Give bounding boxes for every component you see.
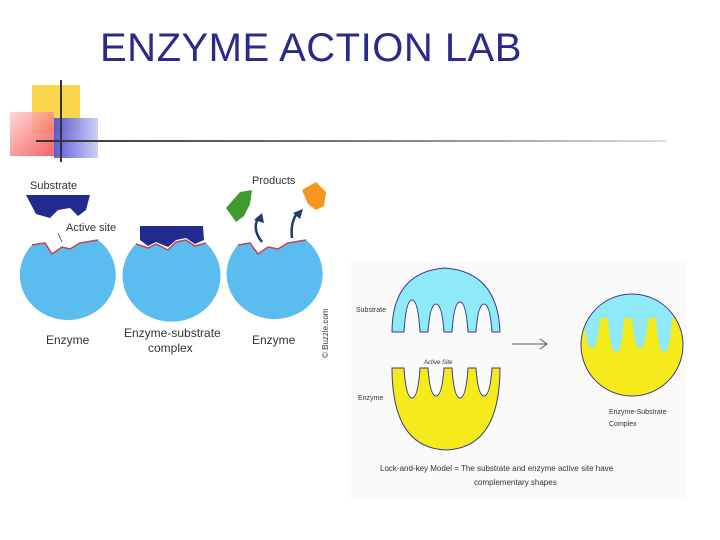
slide-title: ENZYME ACTION LAB [100, 26, 522, 70]
rd-substrate-label: Substrate [356, 307, 386, 314]
rd-active-site-label: Active Site [423, 360, 453, 366]
rd-caption-line1: Lock-and-key Model = The substrate and e… [380, 464, 614, 473]
active-site-label: Active site [66, 222, 116, 234]
enzyme-1 [19, 240, 116, 320]
rd-substrate [391, 267, 501, 333]
products-label: Products [252, 175, 296, 187]
substrate-shape [26, 195, 90, 218]
complex-label-line1: Enzyme-substrate [124, 326, 221, 340]
product-green [226, 190, 252, 222]
vertical-rule [60, 80, 62, 162]
enzyme-label-1: Enzyme [46, 333, 90, 347]
rd-complex-label-line1: Enzyme-Substrate [609, 409, 667, 416]
complex-label-line2: complex [148, 341, 193, 355]
complex-substrate [140, 226, 204, 247]
enzyme-label-2: Enzyme [252, 333, 296, 347]
rd-complex-label-line2: Complex [609, 421, 637, 428]
substrate-label: Substrate [30, 180, 77, 192]
enzyme-2 [122, 240, 221, 322]
enzyme-3 [226, 240, 323, 320]
red-square [10, 112, 54, 156]
product-orange [302, 182, 326, 210]
watermark: © Buzzle.com [321, 308, 330, 358]
rd-enzyme [391, 367, 501, 451]
rd-caption-line2: complementary shapes [474, 478, 557, 487]
corner-decoration [0, 80, 110, 170]
horizontal-rule [36, 140, 666, 142]
rd-enzyme-label: Enzyme [358, 395, 383, 402]
